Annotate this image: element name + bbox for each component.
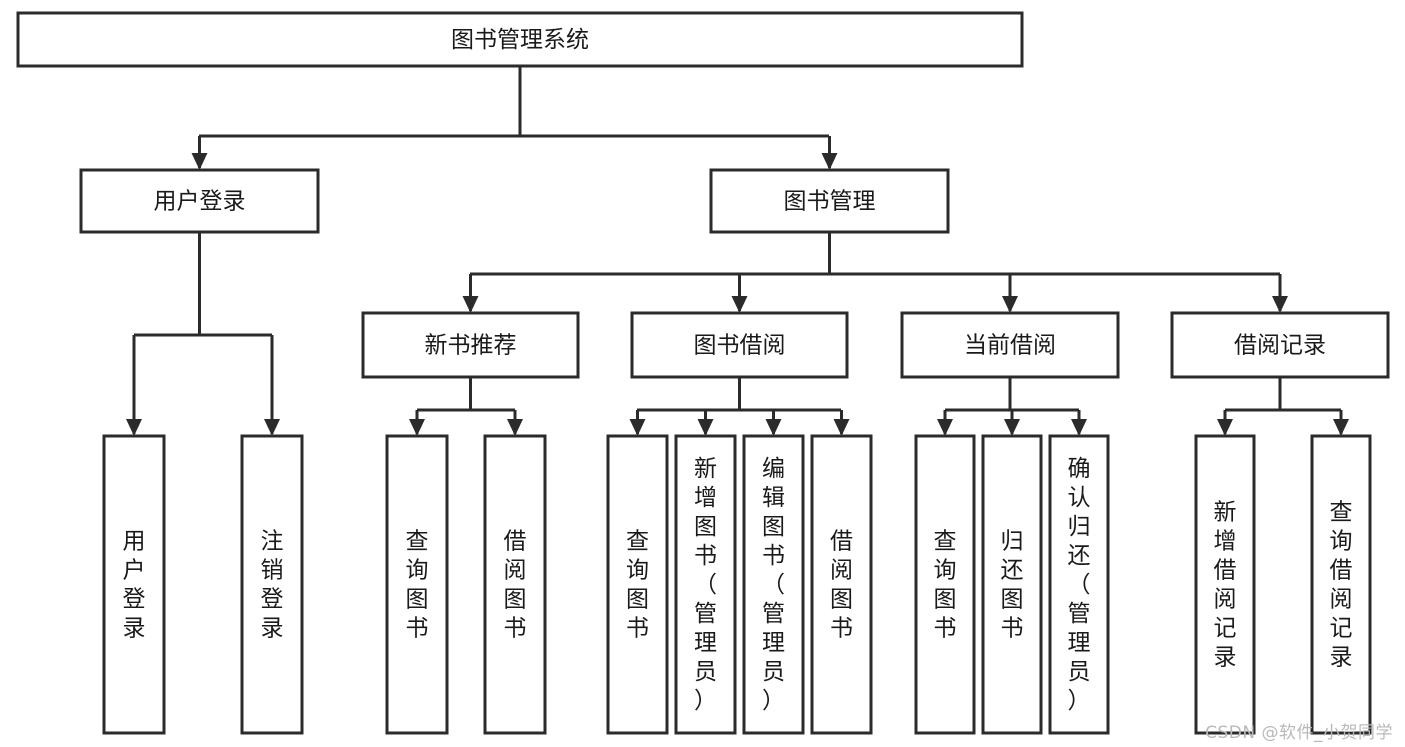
arrow-head bbox=[833, 419, 850, 436]
connector-group-new-book-rec bbox=[409, 377, 523, 436]
node-box-root[interactable] bbox=[16, 11, 1024, 68]
arrow-head bbox=[126, 419, 142, 436]
node-book-borrow[interactable]: 图书借阅 bbox=[630, 311, 849, 379]
connector-group-book-manage bbox=[462, 232, 1288, 313]
arrow-head bbox=[1002, 296, 1018, 313]
arrow-head bbox=[821, 153, 838, 170]
node-box-leaf-edit-book[interactable] bbox=[742, 434, 805, 735]
connector-group-current-borrow bbox=[937, 377, 1087, 436]
node-label-borrow-record: 借阅记录 bbox=[1234, 333, 1326, 359]
arrow-head bbox=[1071, 419, 1087, 436]
node-book-manage[interactable]: 图书管理 bbox=[709, 168, 950, 234]
node-box-leaf-add-book[interactable] bbox=[674, 434, 737, 735]
node-box-leaf-borrow-book[interactable] bbox=[810, 434, 873, 735]
node-box-leaf-query-book-borrow[interactable] bbox=[606, 434, 669, 735]
node-box-new-book-rec[interactable] bbox=[361, 311, 580, 379]
node-leaf-add-record[interactable]: 新增借阅记录 bbox=[1194, 434, 1256, 735]
node-label-leaf-confirm-return: 确认归还（管理员） bbox=[1068, 456, 1091, 714]
node-box-leaf-logout[interactable] bbox=[240, 434, 304, 735]
arrow-head bbox=[1004, 419, 1020, 436]
node-label-leaf-add-record: 新增借阅记录 bbox=[1214, 500, 1237, 671]
arrow-head bbox=[1217, 419, 1233, 436]
connector-group-borrow-record bbox=[1217, 377, 1349, 436]
node-label-leaf-edit-book: 编辑图书（管理员） bbox=[762, 456, 785, 714]
node-label-leaf-return-book: 归还图书 bbox=[1001, 529, 1024, 642]
node-leaf-query-record[interactable]: 查询借阅记录 bbox=[1310, 434, 1372, 735]
node-leaf-borrow-book-rec[interactable]: 借阅图书 bbox=[483, 434, 547, 735]
arrow-head bbox=[765, 419, 782, 436]
arrow-head bbox=[264, 419, 280, 436]
node-box-leaf-return-book[interactable] bbox=[981, 434, 1043, 735]
csdn-watermark: CSDN @软件_小贺同学 bbox=[1205, 723, 1393, 743]
arrow-head bbox=[731, 296, 748, 313]
node-label-user-login: 用户登录 bbox=[154, 189, 246, 215]
node-new-book-rec[interactable]: 新书推荐 bbox=[361, 311, 580, 379]
node-label-leaf-borrow-book-rec: 借阅图书 bbox=[504, 529, 527, 642]
node-box-leaf-confirm-return[interactable] bbox=[1048, 434, 1110, 735]
node-label-leaf-query-book-current: 查询图书 bbox=[934, 529, 957, 642]
arrow-head bbox=[629, 419, 646, 436]
arrow-head bbox=[409, 419, 425, 436]
node-box-current-borrow[interactable] bbox=[900, 311, 1120, 379]
connector-layer bbox=[126, 66, 1349, 436]
node-leaf-query-book-rec[interactable]: 查询图书 bbox=[385, 434, 449, 735]
node-label-leaf-query-record: 查询借阅记录 bbox=[1330, 500, 1353, 671]
node-leaf-query-book-current[interactable]: 查询图书 bbox=[914, 434, 976, 735]
node-box-user-login[interactable] bbox=[79, 168, 320, 234]
node-label-current-borrow: 当前借阅 bbox=[964, 333, 1056, 359]
node-label-leaf-query-book-borrow: 查询图书 bbox=[626, 529, 649, 642]
node-leaf-query-book-borrow[interactable]: 查询图书 bbox=[606, 434, 669, 735]
arrow-head bbox=[507, 419, 523, 436]
node-leaf-edit-book[interactable]: 编辑图书（管理员） bbox=[742, 434, 805, 735]
node-borrow-record[interactable]: 借阅记录 bbox=[1170, 311, 1390, 379]
arrow-head bbox=[1272, 296, 1288, 313]
node-label-leaf-logout: 注销登录 bbox=[261, 529, 284, 642]
node-user-login[interactable]: 用户登录 bbox=[79, 168, 320, 234]
node-box-leaf-query-record[interactable] bbox=[1310, 434, 1372, 735]
node-leaf-borrow-book[interactable]: 借阅图书 bbox=[810, 434, 873, 735]
node-layer: 图书管理系统用户登录图书管理新书推荐图书借阅当前借阅借阅记录用户登录注销登录查询… bbox=[16, 11, 1390, 735]
arrow-head bbox=[1333, 419, 1349, 436]
connector-group-user-login bbox=[126, 232, 280, 436]
node-box-leaf-add-record[interactable] bbox=[1194, 434, 1256, 735]
node-leaf-logout[interactable]: 注销登录 bbox=[240, 434, 304, 735]
node-leaf-return-book[interactable]: 归还图书 bbox=[981, 434, 1043, 735]
node-current-borrow[interactable]: 当前借阅 bbox=[900, 311, 1120, 379]
node-box-borrow-record[interactable] bbox=[1170, 311, 1390, 379]
node-leaf-user-login[interactable]: 用户登录 bbox=[102, 434, 166, 735]
arrow-head bbox=[191, 153, 208, 170]
node-label-leaf-user-login: 用户登录 bbox=[123, 529, 146, 642]
node-label-leaf-borrow-book: 借阅图书 bbox=[830, 529, 853, 642]
node-label-book-borrow: 图书借阅 bbox=[694, 333, 786, 359]
node-box-book-manage[interactable] bbox=[709, 168, 950, 234]
node-label-leaf-query-book-rec: 查询图书 bbox=[406, 529, 429, 642]
connector-group-book-borrow bbox=[629, 377, 850, 436]
node-label-root: 图书管理系统 bbox=[451, 27, 589, 53]
node-label-new-book-rec: 新书推荐 bbox=[425, 333, 517, 359]
node-box-leaf-query-book-current[interactable] bbox=[914, 434, 976, 735]
node-label-leaf-add-book: 新增图书（管理员） bbox=[694, 456, 717, 714]
node-leaf-add-book[interactable]: 新增图书（管理员） bbox=[674, 434, 737, 735]
node-box-leaf-borrow-book-rec[interactable] bbox=[483, 434, 547, 735]
node-leaf-confirm-return[interactable]: 确认归还（管理员） bbox=[1048, 434, 1110, 735]
node-root[interactable]: 图书管理系统 bbox=[16, 11, 1024, 68]
node-box-leaf-query-book-rec[interactable] bbox=[385, 434, 449, 735]
node-label-book-manage: 图书管理 bbox=[784, 189, 876, 215]
arrow-head bbox=[462, 296, 479, 313]
connector-group-root bbox=[191, 66, 838, 170]
node-box-leaf-user-login[interactable] bbox=[102, 434, 166, 735]
arrow-head bbox=[697, 419, 714, 436]
arrow-head bbox=[937, 419, 953, 436]
node-box-book-borrow[interactable] bbox=[630, 311, 849, 379]
